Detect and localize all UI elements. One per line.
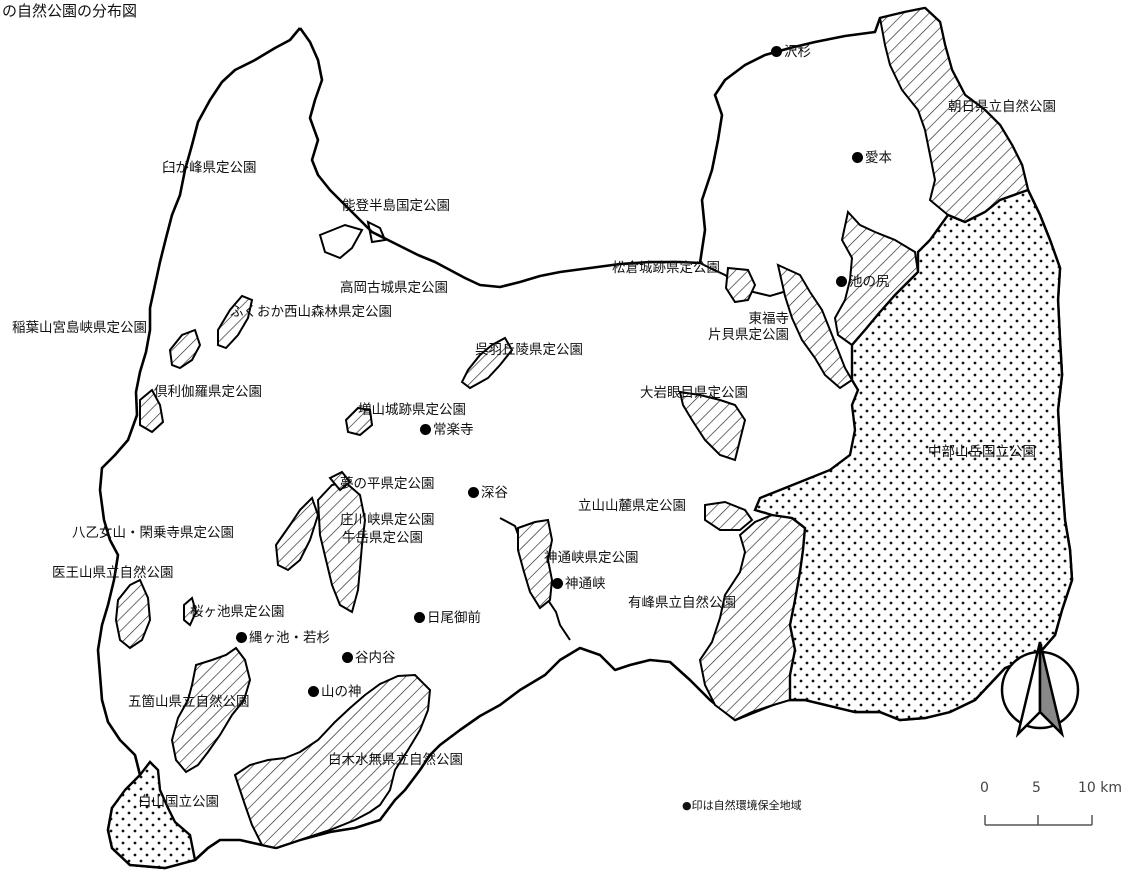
park-label-chubu: 中部山岳国立公園 [928, 444, 1036, 460]
scale-label-0: 0 [980, 780, 989, 796]
conservation-dot-icon [308, 686, 319, 697]
conservation-dot-icon [414, 612, 425, 623]
conservation-dot-icon [420, 424, 431, 435]
site-label-taninaidani: 谷内谷 [355, 650, 396, 666]
park-label-usugamine: 臼が峰県定公園 [162, 160, 257, 176]
park-label-kureha: 呉羽丘陵県定公園 [475, 342, 583, 358]
park-label-tateyama: 立山山麓県定公園 [578, 498, 686, 514]
park-label-masuyama: 増山城跡県定公園 [358, 402, 466, 418]
north-arrow-icon [1000, 641, 1080, 739]
conservation-dot-icon [236, 632, 247, 643]
park-label-gokayama: 五箇山県立自然公園 [128, 694, 250, 710]
park-area-chubu [753, 188, 1074, 722]
site-sawasugi: 沢杉 [771, 44, 811, 60]
park-area-yaotome [274, 496, 320, 572]
park-label-fukuoka: ふくおか西山森林県定公園 [230, 304, 392, 320]
scale-bar [984, 815, 1093, 826]
map-legend: ●印は自然環境保全地域 [682, 799, 802, 812]
park-label-iozen: 医王山県立自然公園 [52, 565, 174, 581]
park-area-oiwa [678, 390, 747, 462]
conservation-dot-icon [771, 46, 782, 57]
scale-label-10km: 10 km [1078, 780, 1123, 796]
site-label-nawagaike: 縄ヶ池・若杉 [249, 630, 330, 646]
park-label-tofukuji: 東福寺 片貝県定公園 [708, 311, 789, 343]
park-area-jinzukyo [517, 518, 554, 610]
park-label-yumenotaira: 夢の平県定公園 [340, 476, 435, 492]
conservation-dot-icon [468, 487, 479, 498]
site-ikenoshiri: 池の尻 [836, 274, 890, 290]
park-area-shirakimizunashi [233, 673, 432, 850]
coastline-fragment [318, 223, 364, 260]
site-yamanokami: 山の神 [308, 684, 362, 700]
map-title: の自然公園の分布図 [2, 2, 138, 20]
park-label-yaotome: 八乙女山・閑乗寺県定公園 [72, 525, 234, 541]
park-label-matsukura: 松倉城跡県定公園 [612, 260, 720, 276]
park-label-shogawa: 庄川峡県定公園 [340, 512, 435, 528]
site-label-ikenoshiri: 池の尻 [849, 274, 890, 290]
park-area-iozen [114, 578, 152, 650]
park-areas [114, 6, 1030, 850]
site-nawagaike: 縄ヶ池・若杉 [236, 630, 330, 646]
site-aimoto: 愛本 [852, 150, 892, 166]
coastline-fragment [366, 220, 387, 244]
park-area-hakusan [106, 760, 197, 870]
park-area-masuyama [344, 406, 374, 437]
conservation-dot-icon [836, 276, 847, 287]
park-label-shirakimizunashi: 白木水無県立自然公園 [328, 752, 463, 768]
park-label-oiwa: 大岩眼目県定公園 [640, 385, 748, 401]
conservation-dot-icon [342, 652, 353, 663]
site-label-hiomigozen: 日尾御前 [427, 610, 481, 626]
park-label-notohanto: 能登半島国定公園 [342, 198, 450, 214]
park-area-matsukura [724, 266, 757, 304]
site-hiomigozen: 日尾御前 [414, 610, 481, 626]
site-label-fukadani: 深谷 [481, 485, 508, 501]
park-area-inaba [168, 328, 202, 370]
site-fukadani: 深谷 [468, 485, 508, 501]
site-taninaidani: 谷内谷 [342, 650, 396, 666]
park-label-takaoka: 高岡古城県定公園 [340, 280, 448, 296]
park-area-gokayama [170, 646, 252, 774]
park-label-sakuragaike: 桜ヶ池県定公園 [190, 604, 285, 620]
park-label-asahi: 朝日県立自然公園 [948, 99, 1056, 115]
site-label-sawasugi: 沢杉 [784, 44, 811, 60]
conservation-dot-icon [552, 578, 563, 589]
site-label-aimoto: 愛本 [865, 150, 892, 166]
park-area-yumenotaira [328, 470, 352, 492]
park-label-kurikara: 倶利伽羅県定公園 [154, 384, 262, 400]
site-label-jorakuji: 常楽寺 [433, 422, 474, 438]
park-label-hakusan: 白山国立公園 [138, 794, 219, 810]
site-jinzukyo: 神通峡 [552, 576, 606, 592]
park-label-inaba: 稲葉山宮島峡県定公園 [12, 320, 147, 336]
park-area-asahi [878, 6, 1030, 224]
site-label-yamanokami: 山の神 [321, 684, 362, 700]
park-area-sakuragaike [183, 596, 198, 627]
park-area-fukuoka [217, 294, 254, 350]
park-area-ushidake [316, 480, 367, 614]
park-label-ushidake: 牛岳県定公園 [342, 530, 423, 546]
conservation-dot-icon [852, 152, 863, 163]
park-area-kureha [460, 336, 514, 390]
scale-label-5: 5 [1032, 780, 1041, 796]
park-label-arimine: 有峰県立自然公園 [628, 595, 736, 611]
park-area-tateyama [704, 500, 754, 531]
park-label-jinzukyo: 神通峡県定公園 [544, 550, 639, 566]
park-area-kurikara [139, 388, 165, 434]
site-label-jinzukyo: 神通峡 [565, 576, 606, 592]
site-jorakuji: 常楽寺 [420, 422, 474, 438]
